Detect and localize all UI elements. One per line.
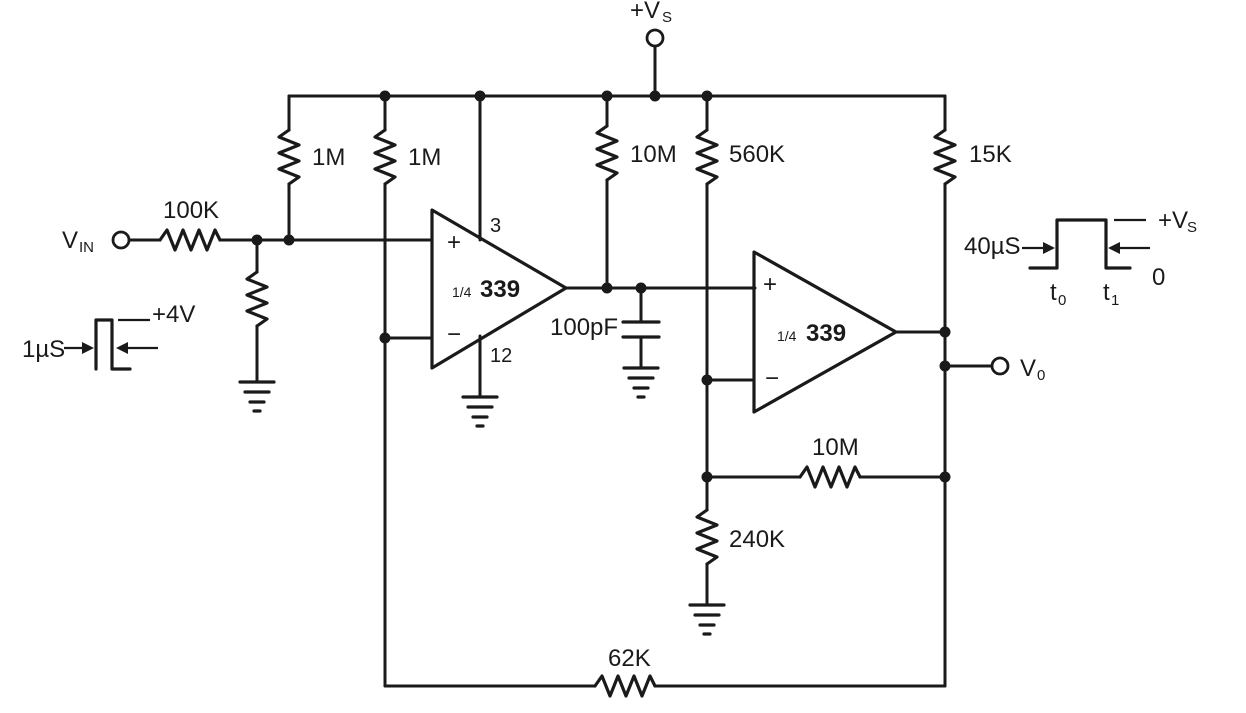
resistor-1m-b <box>373 128 397 186</box>
comparator-2-part: 339 <box>806 320 846 347</box>
input-label-sub: IN <box>79 239 94 256</box>
comparator-2-fraction: 1/4 <box>777 328 797 344</box>
capacitor-100pf <box>621 320 661 339</box>
output-pulse-width: 40µS <box>964 233 1021 260</box>
comparator-2-minus: − <box>765 365 779 392</box>
output-terminal: V 0 <box>990 355 1045 384</box>
input-label: V <box>62 227 78 254</box>
resistor-15k <box>933 128 957 186</box>
resistor-100k-label: 100K <box>163 197 219 224</box>
output-pulse-low: 0 <box>1152 264 1165 291</box>
input-pulse-amplitude: +4V <box>152 301 195 328</box>
resistor-10m-hysteresis <box>798 465 862 489</box>
resistor-100k <box>158 228 222 252</box>
output-pulse-t1-sub: 1 <box>1111 292 1119 309</box>
supply-label-sub: S <box>662 9 672 26</box>
resistor-input-pulldown <box>245 270 269 328</box>
resistor-62k <box>593 674 657 698</box>
comparator-1-pin-12: 12 <box>490 345 512 367</box>
resistor-10m-hysteresis-label: 10M <box>812 434 859 461</box>
input-terminal: V IN <box>62 227 131 256</box>
comparator-1-fraction: 1/4 <box>452 284 472 300</box>
resistor-15k-label: 15K <box>969 141 1012 168</box>
resistor-240k <box>695 508 719 566</box>
output-pulse-t0-sub: 0 <box>1058 292 1066 309</box>
ground-icon <box>688 603 726 636</box>
comparator-1-plus: + <box>447 229 461 256</box>
comparator-1-minus: − <box>447 321 461 348</box>
supply-label: +V <box>630 0 660 24</box>
capacitor-100pf-label: 100pF <box>550 314 618 341</box>
resistor-240k-label: 240K <box>729 526 785 553</box>
resistor-1m-b-label: 1M <box>408 144 441 171</box>
comparator-2-plus: + <box>763 271 777 298</box>
resistor-1m-a-label: 1M <box>312 144 345 171</box>
output-pulse-t0: t <box>1050 279 1057 306</box>
resistor-560k <box>695 128 719 186</box>
output-pulse-high-sub: S <box>1187 219 1197 236</box>
supply-rail <box>287 44 947 98</box>
output-pulse-t1: t <box>1103 279 1110 306</box>
ground-icon <box>622 366 660 399</box>
comparator-1: + − 1/4 339 <box>430 208 568 370</box>
resistor-1m-a <box>277 128 301 186</box>
output-label: V <box>1020 355 1036 382</box>
resistor-62k-label: 62K <box>608 645 651 672</box>
input-pulse-width: 1µS <box>22 336 65 363</box>
output-pulse-high: +V <box>1158 207 1188 234</box>
comparator-1-pin-3: 3 <box>490 215 501 237</box>
comparator-2: + − 1/4 339 <box>752 250 898 414</box>
input-pulse-waveform <box>64 318 158 371</box>
comparator-1-part: 339 <box>480 276 520 303</box>
resistor-560k-label: 560K <box>729 141 785 168</box>
resistor-10m-timing <box>595 124 619 182</box>
resistor-10m-timing-label: 10M <box>630 141 677 168</box>
supply-terminal: +V S <box>630 0 672 48</box>
ground-icon <box>238 380 276 413</box>
ground-icon <box>461 395 499 428</box>
output-pulse-waveform <box>1022 218 1150 270</box>
output-label-sub: 0 <box>1037 367 1045 384</box>
